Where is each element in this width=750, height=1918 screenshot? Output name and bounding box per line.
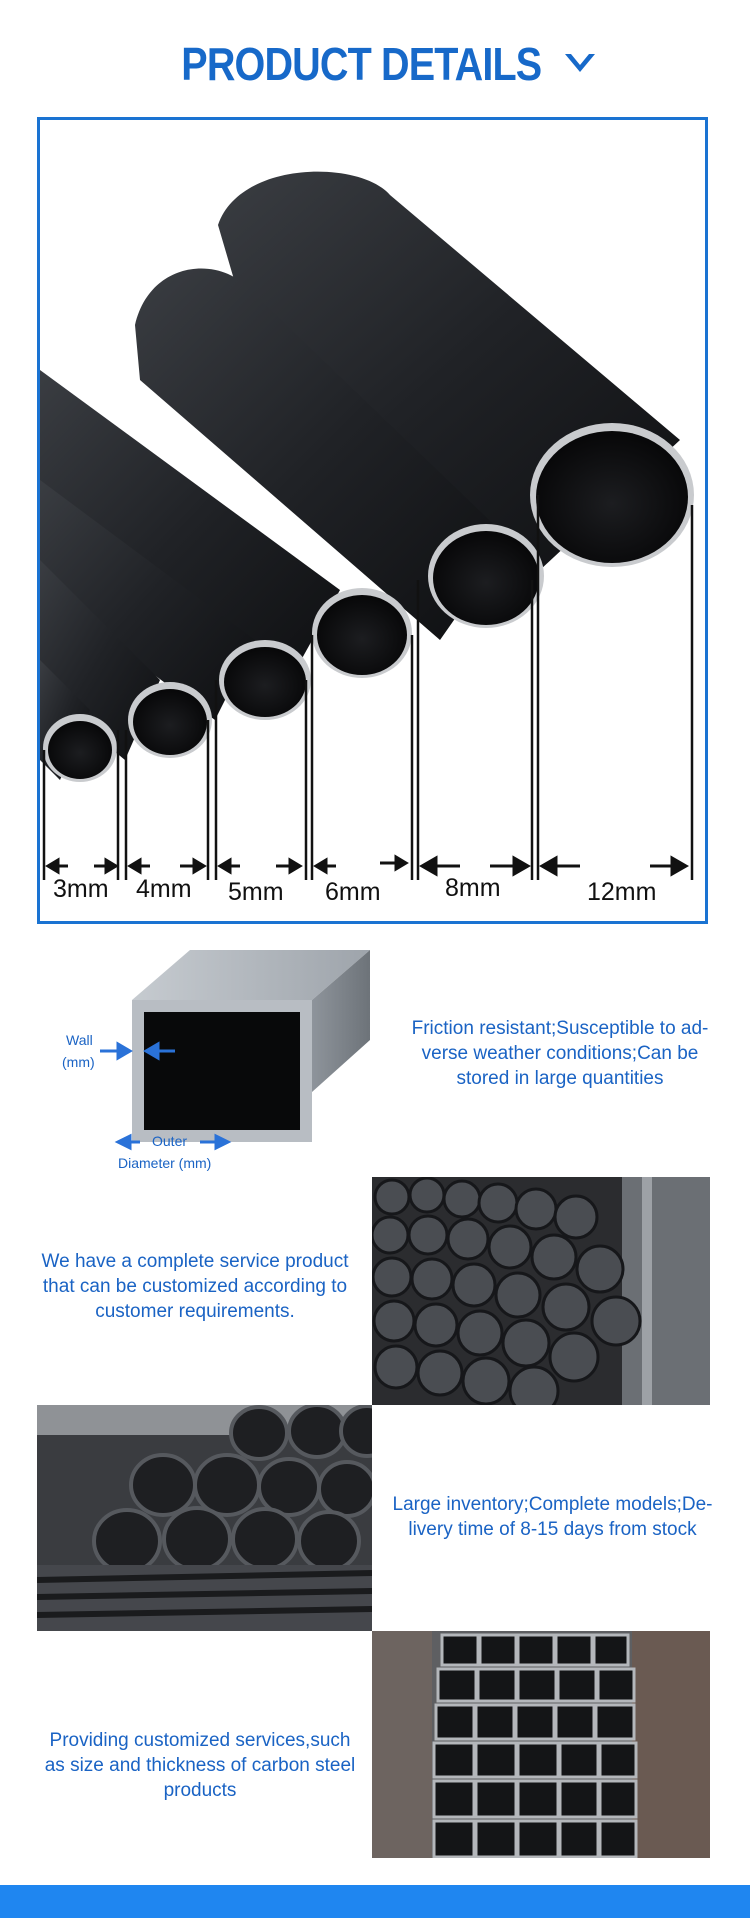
feature-text-1: Friction resistant;Susceptible to ad- ve… <box>411 1018 709 1089</box>
size-label-3mm: 3mm <box>53 875 109 903</box>
large-pipe-bundle-photo <box>37 1405 372 1631</box>
feature-text-3: Large inventory;Complete models;De- live… <box>392 1494 713 1540</box>
chevron-down-icon <box>565 54 596 72</box>
diameter-label: Diameter (mm) <box>118 1155 212 1171</box>
square-tube-illustration <box>100 950 370 1151</box>
pipe-8mm <box>135 268 544 640</box>
pipe-3mm <box>40 660 117 782</box>
size-label-8mm: 8mm <box>445 874 501 902</box>
dimension-lines <box>42 495 694 880</box>
pipe-12mm <box>218 171 694 571</box>
dimension-arrows <box>45 854 690 877</box>
round-pipe-stack-photo <box>372 1177 710 1405</box>
square-tube-stack-photo <box>372 1631 710 1858</box>
page-title-text: PRODUCT DETAILS <box>181 38 542 90</box>
pipe-5mm <box>40 480 311 720</box>
page-title: PRODUCT DETAILS <box>0 34 750 94</box>
size-label-5mm: 5mm <box>228 878 284 906</box>
size-label-4mm: 4mm <box>136 875 192 903</box>
pipes-illustration <box>40 171 694 880</box>
square-tube-stack-illustration <box>372 1631 710 1858</box>
feature-text-4: Providing customized services,such as si… <box>44 1730 356 1801</box>
feature-text-2: We have a complete service product that … <box>41 1251 349 1322</box>
size-label-6mm: 6mm <box>325 878 381 906</box>
pipes-size-image: 3mm 4mm 5mm 6mm 8mm 12mm <box>37 117 708 924</box>
outer-label: Outer <box>152 1133 188 1149</box>
footer-bar <box>0 1885 750 1918</box>
square-tube-diagram: Wall (mm) Outer Diameter (mm) <box>60 950 380 1180</box>
wall-label: Wall <box>66 1032 93 1048</box>
pipe-6mm <box>40 370 412 680</box>
large-pipe-bundle-illustration <box>37 1405 372 1631</box>
round-pipe-stack-illustration <box>372 1177 710 1405</box>
size-label-12mm: 12mm <box>587 878 657 906</box>
wall-unit-label: (mm) <box>62 1054 95 1070</box>
